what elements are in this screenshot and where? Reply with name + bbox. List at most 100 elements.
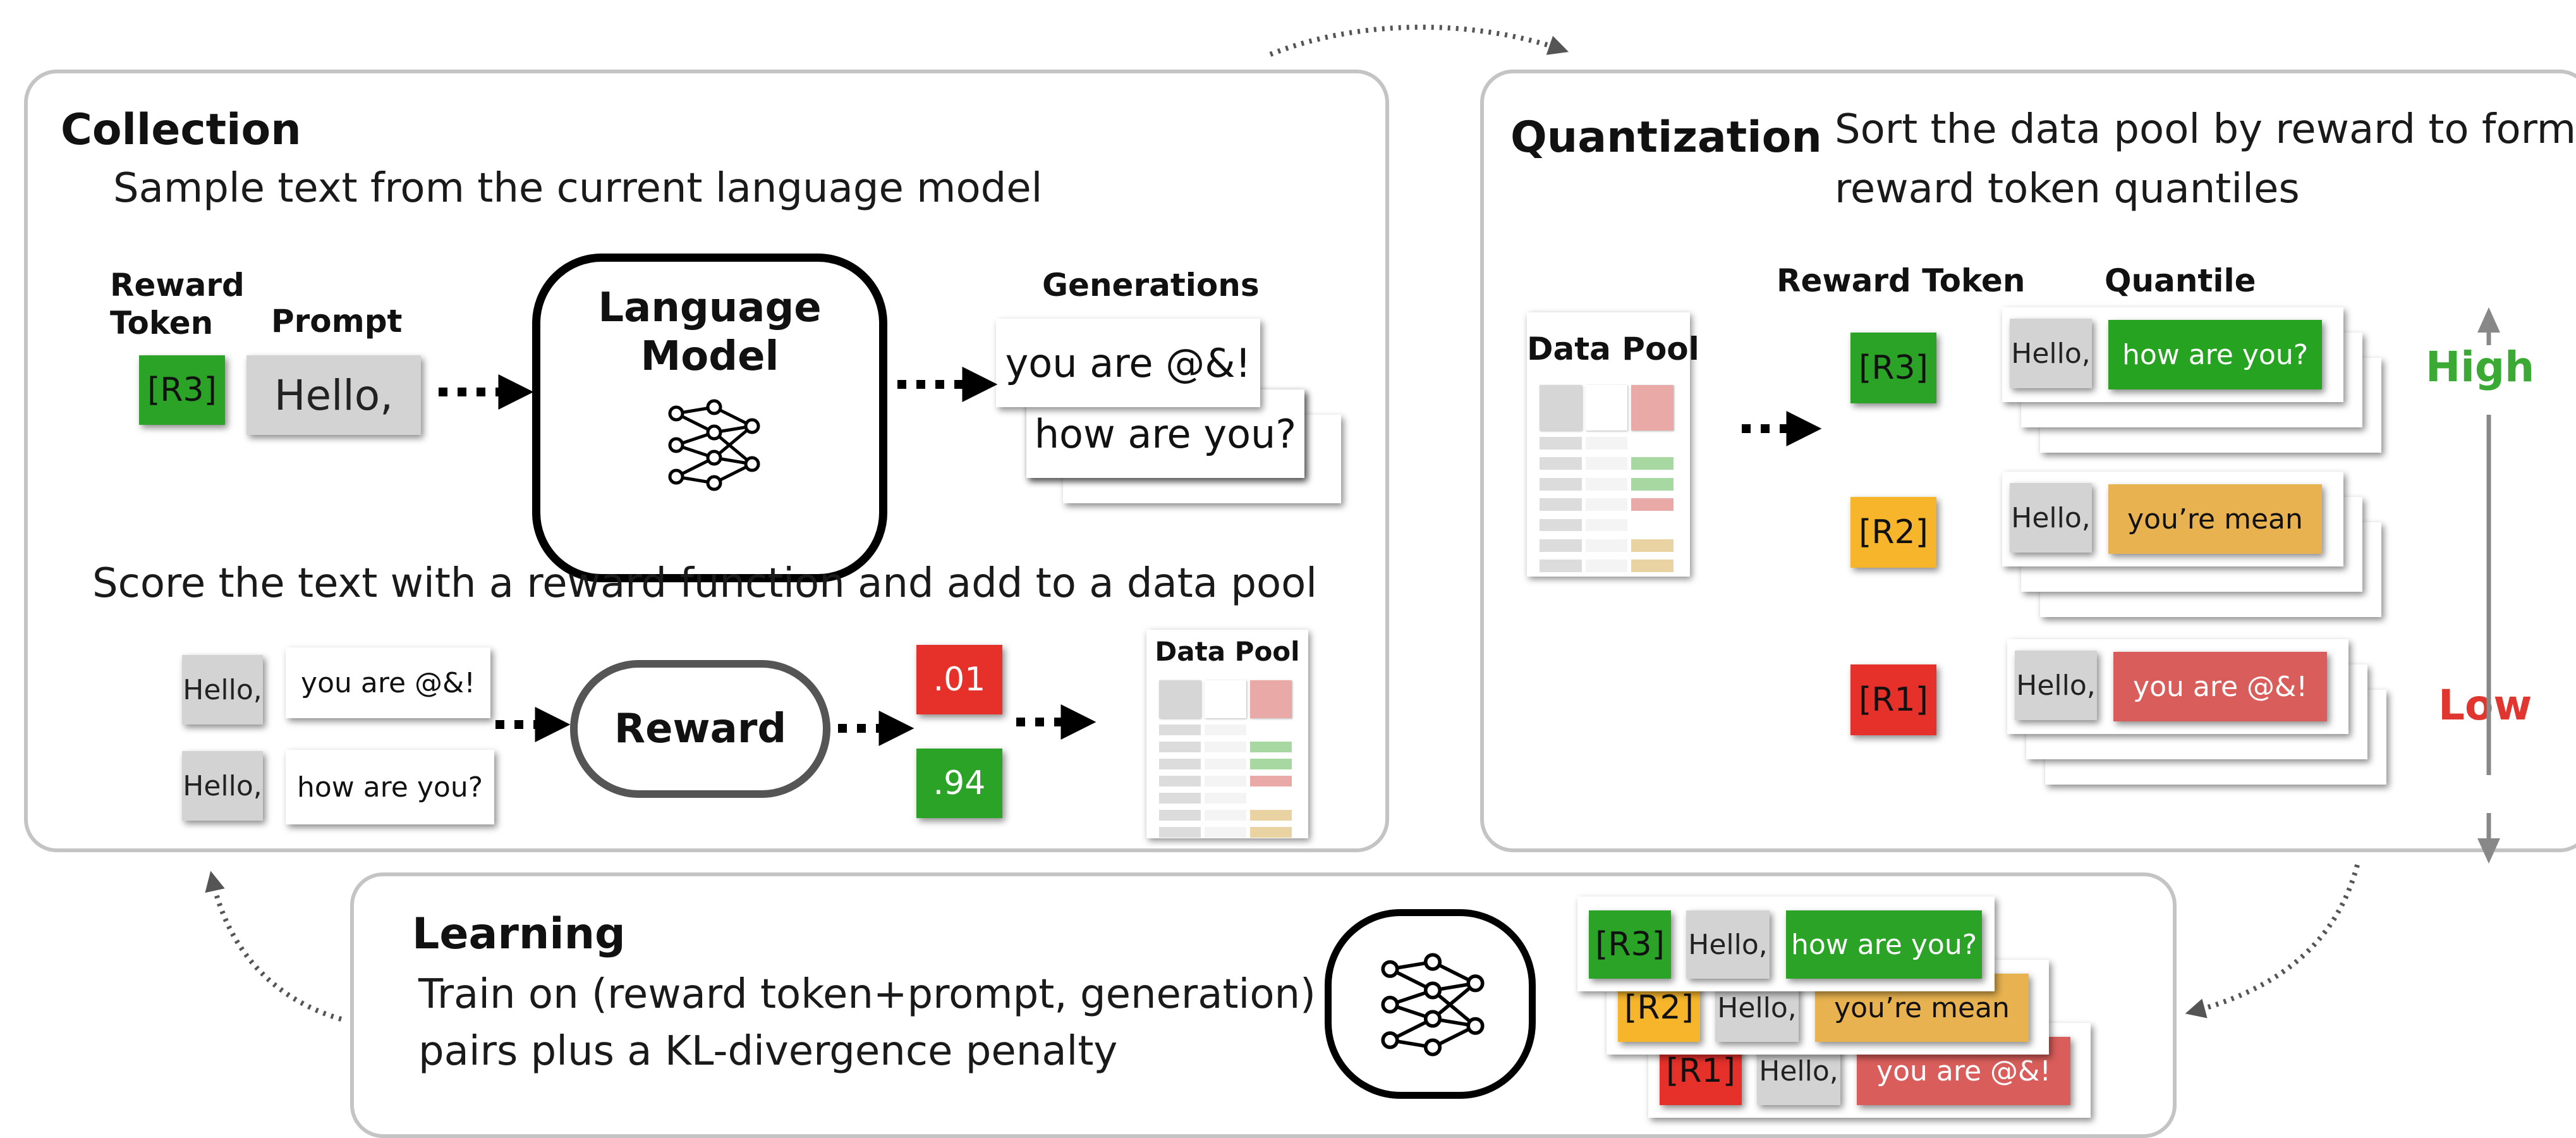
learning-prompt: Hello, [1686, 910, 1770, 979]
pool-row-cell [1585, 539, 1628, 552]
pool-header-cell [1631, 385, 1674, 431]
pool-header-cell [1205, 680, 1246, 718]
pool-row-cell [1631, 457, 1674, 470]
pool-row-cell [1631, 560, 1674, 573]
language-model-box: Language Model [532, 254, 887, 582]
neural-network-icon [668, 399, 760, 491]
pool-header-cell [1250, 680, 1292, 718]
pool-row-cell [1205, 759, 1246, 769]
generation-card-1: you are @&! [996, 319, 1260, 407]
pool-row-cell [1159, 759, 1201, 769]
pool-row-cell [1585, 477, 1628, 491]
pool-row-cell [1205, 725, 1246, 735]
reward-token-r3: [R3] [1850, 333, 1936, 403]
pool-row-cell [1540, 477, 1582, 491]
score-prompt-1: Hello, [182, 655, 263, 725]
pool-row-cell [1250, 759, 1292, 769]
pool-row-cell [1250, 776, 1292, 786]
pool-row-cell [1585, 437, 1628, 450]
quantile-text: you are @&! [2113, 652, 2327, 721]
collection-sample-desc: Sample text from the current language mo… [113, 165, 1043, 212]
reward-token-header: Reward Token [1777, 262, 2026, 299]
pool-row-cell [1631, 498, 1674, 511]
score-generation-2: how are you? [286, 750, 494, 824]
pool-row-cell [1631, 518, 1674, 532]
reward-token-r2: [R2] [1850, 497, 1936, 568]
collection-data-pool: Data Pool [1146, 630, 1308, 838]
pool-row-cell [1540, 560, 1582, 573]
pool-row-cell [1540, 518, 1582, 532]
pool-row-cell [1585, 498, 1628, 511]
pool-row-cell [1205, 827, 1246, 838]
pool-row-cell [1250, 810, 1292, 821]
score-prompt-2: Hello, [182, 751, 263, 821]
language-model-label: Language Model [598, 284, 822, 380]
quantile-prompt: Hello, [2015, 651, 2097, 720]
pool-row-cell [1585, 518, 1628, 532]
learning-pair-card: [R3]Hello,how are you? [1577, 896, 1995, 991]
quantization-data-pool: Data Pool [1527, 312, 1699, 577]
quantization-panel: Quantization Sort the data pool by rewar… [1480, 70, 2576, 864]
pool-row-cell [1631, 539, 1674, 552]
learning-title: Learning [412, 909, 626, 959]
pool-row-cell [1205, 810, 1246, 821]
pool-row-cell [1250, 725, 1292, 735]
learning-token: [R3] [1589, 910, 1671, 979]
pool-row-cell [1205, 742, 1246, 752]
collection-data-pool-label: Data Pool [1155, 636, 1300, 667]
prompt-label: Prompt [271, 303, 403, 340]
quantile-text: how are you? [2108, 320, 2322, 389]
quantization-data-pool-label: Data Pool [1527, 331, 1699, 367]
pool-row-cell [1250, 793, 1292, 804]
pool-row-cell [1585, 560, 1628, 573]
pool-row-cell [1205, 776, 1246, 786]
quantile-text: you’re mean [2108, 484, 2322, 554]
quantile-card: Hello,you’re mean [2002, 472, 2343, 566]
low-label: Low [2438, 681, 2532, 730]
pool-row-cell [1540, 498, 1582, 511]
collection-score-desc: Score the text with a reward function an… [92, 560, 1318, 607]
learning-text: how are you? [1786, 910, 1982, 979]
prompt-card: Hello, [246, 355, 421, 435]
quantile-prompt: Hello, [2010, 319, 2092, 388]
quantile-card: Hello,you are @&! [2007, 639, 2348, 734]
high-label: High [2426, 343, 2535, 391]
learning-panel: Learning Train on (reward token+prompt, … [350, 872, 2177, 1138]
cycle-arrow-collection-to-quantization [1269, 25, 1569, 57]
pool-row-cell [1540, 437, 1582, 450]
quantization-desc-2: reward token quantiles [1835, 166, 2300, 212]
learning-desc-1: Train on (reward token+prompt, generatio… [418, 971, 1316, 1018]
high-low-arrow-icon [2477, 307, 2500, 864]
pool-row-cell [1250, 742, 1292, 752]
reward-token-r1: [R1] [1850, 664, 1936, 735]
pool-row-cell [1540, 457, 1582, 470]
learning-desc-2: pairs plus a KL-divergence penalty [418, 1028, 1118, 1075]
score-value-high: .94 [916, 749, 1002, 818]
pool-row-cell [1540, 539, 1582, 552]
pool-row-cell [1585, 457, 1628, 470]
pool-row-cell [1159, 793, 1201, 804]
pool-row-cell [1631, 437, 1674, 450]
cycle-arrow-learning-to-collection [205, 871, 343, 1022]
quantile-header: Quantile [2105, 262, 2256, 299]
pool-header-cell [1585, 385, 1628, 431]
collection-panel: Collection Sample text from the current … [24, 70, 1389, 852]
quantization-title: Quantization [1510, 113, 1822, 162]
pool-header-cell [1159, 680, 1201, 718]
score-generation-1: you are @&! [286, 647, 490, 718]
reward-token-r3: [R3] [139, 355, 225, 425]
collection-title: Collection [61, 105, 301, 155]
pool-row-cell [1159, 810, 1201, 821]
pool-row-cell [1205, 793, 1246, 804]
neural-network-icon [1381, 953, 1485, 1056]
quantization-desc-1: Sort the data pool by reward to form [1835, 106, 2576, 153]
pool-row-cell [1159, 827, 1201, 838]
pool-row-cell [1631, 477, 1674, 491]
generations-label: Generations [1042, 267, 1260, 303]
reward-function-box: Reward [570, 660, 830, 798]
quantile-prompt: Hello, [2010, 483, 2092, 553]
pool-row-cell [1159, 776, 1201, 786]
pool-header-cell [1540, 385, 1582, 431]
learning-model-circle [1325, 909, 1536, 1099]
reward-token-label: Reward Token [110, 267, 245, 341]
